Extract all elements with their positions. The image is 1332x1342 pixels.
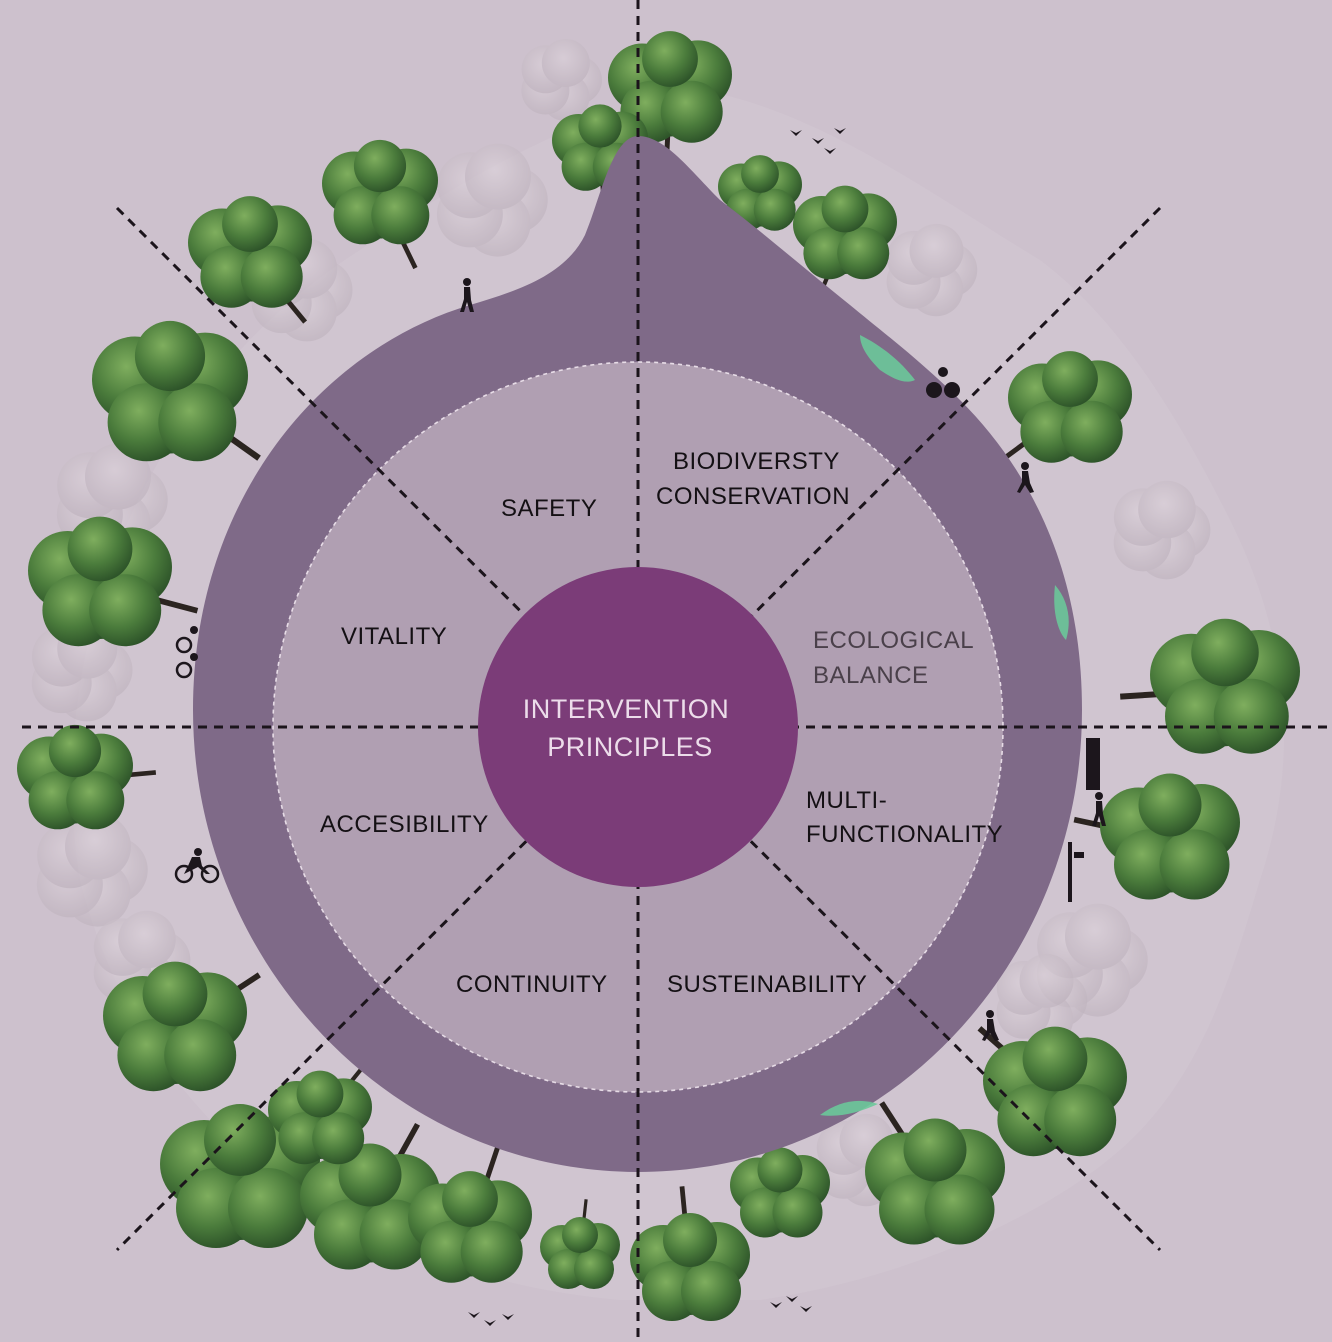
tree-icon	[521, 38, 602, 122]
tree-icon	[998, 351, 1132, 464]
tree-icon	[865, 1101, 1005, 1245]
label-multifunctionality: MULTI- FUNCTIONALITY	[806, 787, 1003, 848]
tree-layer	[17, 31, 1300, 1321]
bench-icon	[1068, 842, 1084, 902]
pedestrian-icon	[460, 278, 474, 312]
cyclist-icon	[926, 367, 960, 398]
tree-icon	[436, 143, 548, 257]
label-vitality: VITALITY	[341, 623, 447, 650]
bench-icon	[1086, 738, 1100, 790]
tree-icon	[730, 1127, 830, 1238]
bird-icon	[468, 1312, 514, 1326]
tree-icon	[1120, 618, 1300, 754]
tree-icon	[540, 1199, 620, 1289]
tree-icon	[36, 813, 148, 927]
tree-icon	[91, 320, 261, 462]
figures-layer	[174, 128, 1106, 1326]
tree-icon	[996, 953, 1088, 1047]
center-title-line-1: INTERVENTION	[523, 694, 730, 724]
tree-icon	[322, 139, 438, 270]
tree-icon	[793, 185, 898, 303]
tree-icon	[103, 961, 261, 1092]
tree-icon	[1073, 773, 1240, 900]
center-title-line-2: PRINCIPLES	[547, 732, 713, 762]
center-disc	[478, 567, 798, 887]
cyclist-icon	[175, 626, 198, 679]
tree-icon	[188, 196, 312, 324]
bird-icon	[790, 128, 846, 154]
label-continuity: CONTINUITY	[456, 971, 608, 998]
tree-icon	[300, 1122, 440, 1270]
tree-icon	[160, 1093, 320, 1248]
pedestrian-icon	[982, 1010, 999, 1041]
label-safety: SAFETY	[501, 495, 597, 522]
tree-icon	[886, 223, 978, 317]
cyclist-icon	[174, 848, 220, 884]
label-ecological-balance: ECOLOGICAL BALANCE	[813, 627, 980, 689]
tree-icon	[1113, 480, 1211, 580]
tree-icon	[28, 516, 199, 647]
center-title: INTERVENTION PRINCIPLES	[523, 694, 738, 762]
tree-icon	[268, 1062, 372, 1165]
pedestrian-icon	[1017, 462, 1034, 493]
bird-icon	[770, 1296, 812, 1312]
pedestrian-icon	[1092, 792, 1106, 826]
tree-icon	[17, 724, 157, 830]
label-sustainability: SUSTEINABILITY	[667, 971, 867, 998]
tree-icon	[977, 1026, 1127, 1157]
label-accessibility: ACCESIBILITY	[320, 811, 489, 838]
label-biodiversity-conservation: BIODIVERSTY CONSERVATION	[656, 448, 850, 510]
tree-icon	[408, 1146, 532, 1283]
water-accents	[820, 335, 1069, 1116]
tree-icon	[630, 1186, 750, 1321]
